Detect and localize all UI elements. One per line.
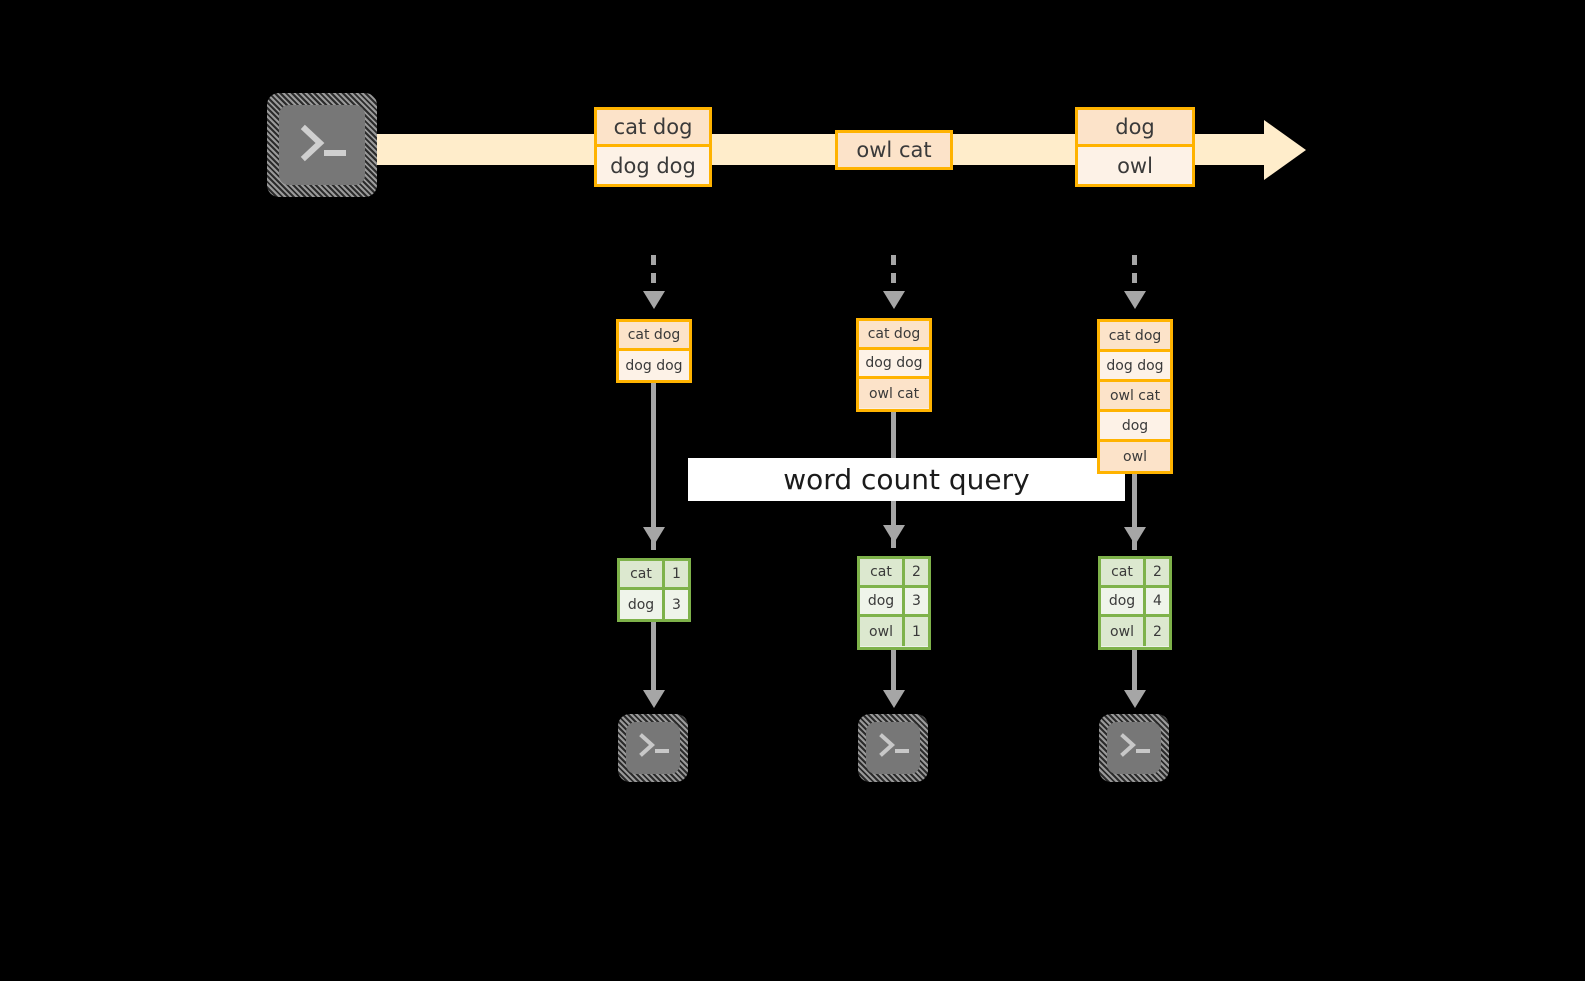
table-cell-word: cat [620, 561, 665, 587]
table-cell-count: 4 [1146, 588, 1169, 614]
table-cell-word: owl [1101, 617, 1146, 646]
table-cell-count: 2 [1146, 617, 1169, 646]
stream-to-input-dashed-line-1 [651, 255, 656, 293]
result-to-sink-arrowhead-3 [1124, 690, 1146, 708]
terminal-prompt-icon [879, 733, 909, 757]
stream-record-row: dog dog [597, 147, 709, 184]
input-record-row: owl cat [1100, 382, 1170, 412]
input-to-result-line-1 [651, 383, 656, 550]
stream-record-row: cat dog [597, 110, 709, 147]
input-record-row: cat dog [1100, 322, 1170, 352]
table-cell-count: 2 [905, 559, 928, 585]
input-record-row: cat dog [619, 322, 689, 351]
result-to-sink-arrowhead-1 [643, 690, 665, 708]
table-cell-word: dog [1101, 588, 1146, 614]
input-records-column-1: cat dog dog dog [616, 319, 692, 383]
table-cell-count: 1 [665, 561, 688, 587]
terminal-prompt-icon [1120, 733, 1150, 757]
terminal-body [626, 722, 680, 774]
input-record-row: dog dog [619, 351, 689, 380]
input-record-row: dog dog [859, 350, 929, 379]
result-to-sink-line-3 [1132, 650, 1137, 694]
stream-record-row: owl cat [838, 133, 950, 167]
terminal-body [1107, 722, 1161, 774]
table-cell-count: 2 [1146, 559, 1169, 585]
stream-record-row: dog [1078, 110, 1192, 147]
table-cell-word: owl [860, 617, 905, 646]
stream-record-row: owl [1078, 147, 1192, 184]
input-record-row: dog dog [1100, 352, 1170, 382]
table-cell-count: 3 [665, 590, 688, 619]
table-cell-count: 3 [905, 588, 928, 614]
table-row: dog 4 [1101, 588, 1169, 617]
stream-record-group-1: cat dog dog dog [594, 107, 712, 187]
stream-to-input-arrowhead-2 [883, 291, 905, 309]
table-cell-word: dog [620, 590, 665, 619]
table-cell-word: dog [860, 588, 905, 614]
table-row: cat 2 [1101, 559, 1169, 588]
stream-to-input-arrowhead-3 [1124, 291, 1146, 309]
input-record-row: owl cat [859, 379, 929, 408]
stream-record-group-2: owl cat [835, 130, 953, 170]
input-record-row: cat dog [859, 321, 929, 350]
stream-to-input-dashed-line-3 [1132, 255, 1137, 293]
query-label: word count query [688, 458, 1125, 501]
result-to-sink-arrowhead-2 [883, 690, 905, 708]
table-row: owl 2 [1101, 617, 1169, 646]
input-records-column-3: cat dog dog dog owl cat dog owl [1097, 319, 1173, 474]
input-to-result-arrowhead-3 [1124, 527, 1146, 545]
sink-terminal-icon-1[interactable] [618, 714, 688, 782]
terminal-prompt-icon [639, 733, 669, 757]
sink-terminal-icon-3[interactable] [1099, 714, 1169, 782]
sink-terminal-icon-2[interactable] [858, 714, 928, 782]
terminal-prompt-icon [300, 124, 346, 162]
table-cell-word: cat [1101, 559, 1146, 585]
stream-to-input-arrowhead-1 [643, 291, 665, 309]
table-row: dog 3 [860, 588, 928, 617]
input-to-result-arrowhead-1 [643, 527, 665, 545]
result-table-column-1: cat 1 dog 3 [617, 558, 691, 622]
table-row: cat 1 [620, 561, 688, 590]
source-terminal-icon[interactable] [267, 93, 377, 197]
stream-record-group-3: dog owl [1075, 107, 1195, 187]
input-to-result-arrowhead-2 [883, 525, 905, 543]
input-to-result-line-3 [1132, 473, 1137, 550]
table-row: owl 1 [860, 617, 928, 646]
terminal-body [866, 722, 920, 774]
input-record-row: dog [1100, 412, 1170, 442]
result-to-sink-line-1 [651, 622, 656, 694]
table-cell-count: 1 [905, 617, 928, 646]
result-table-column-3: cat 2 dog 4 owl 2 [1098, 556, 1172, 650]
table-row: cat 2 [860, 559, 928, 588]
input-record-row: owl [1100, 442, 1170, 471]
stream-arrowhead [1264, 120, 1306, 180]
result-to-sink-line-2 [891, 650, 896, 694]
table-row: dog 3 [620, 590, 688, 619]
stream-to-input-dashed-line-2 [891, 255, 896, 293]
result-table-column-2: cat 2 dog 3 owl 1 [857, 556, 931, 650]
table-cell-word: cat [860, 559, 905, 585]
input-records-column-2: cat dog dog dog owl cat [856, 318, 932, 412]
